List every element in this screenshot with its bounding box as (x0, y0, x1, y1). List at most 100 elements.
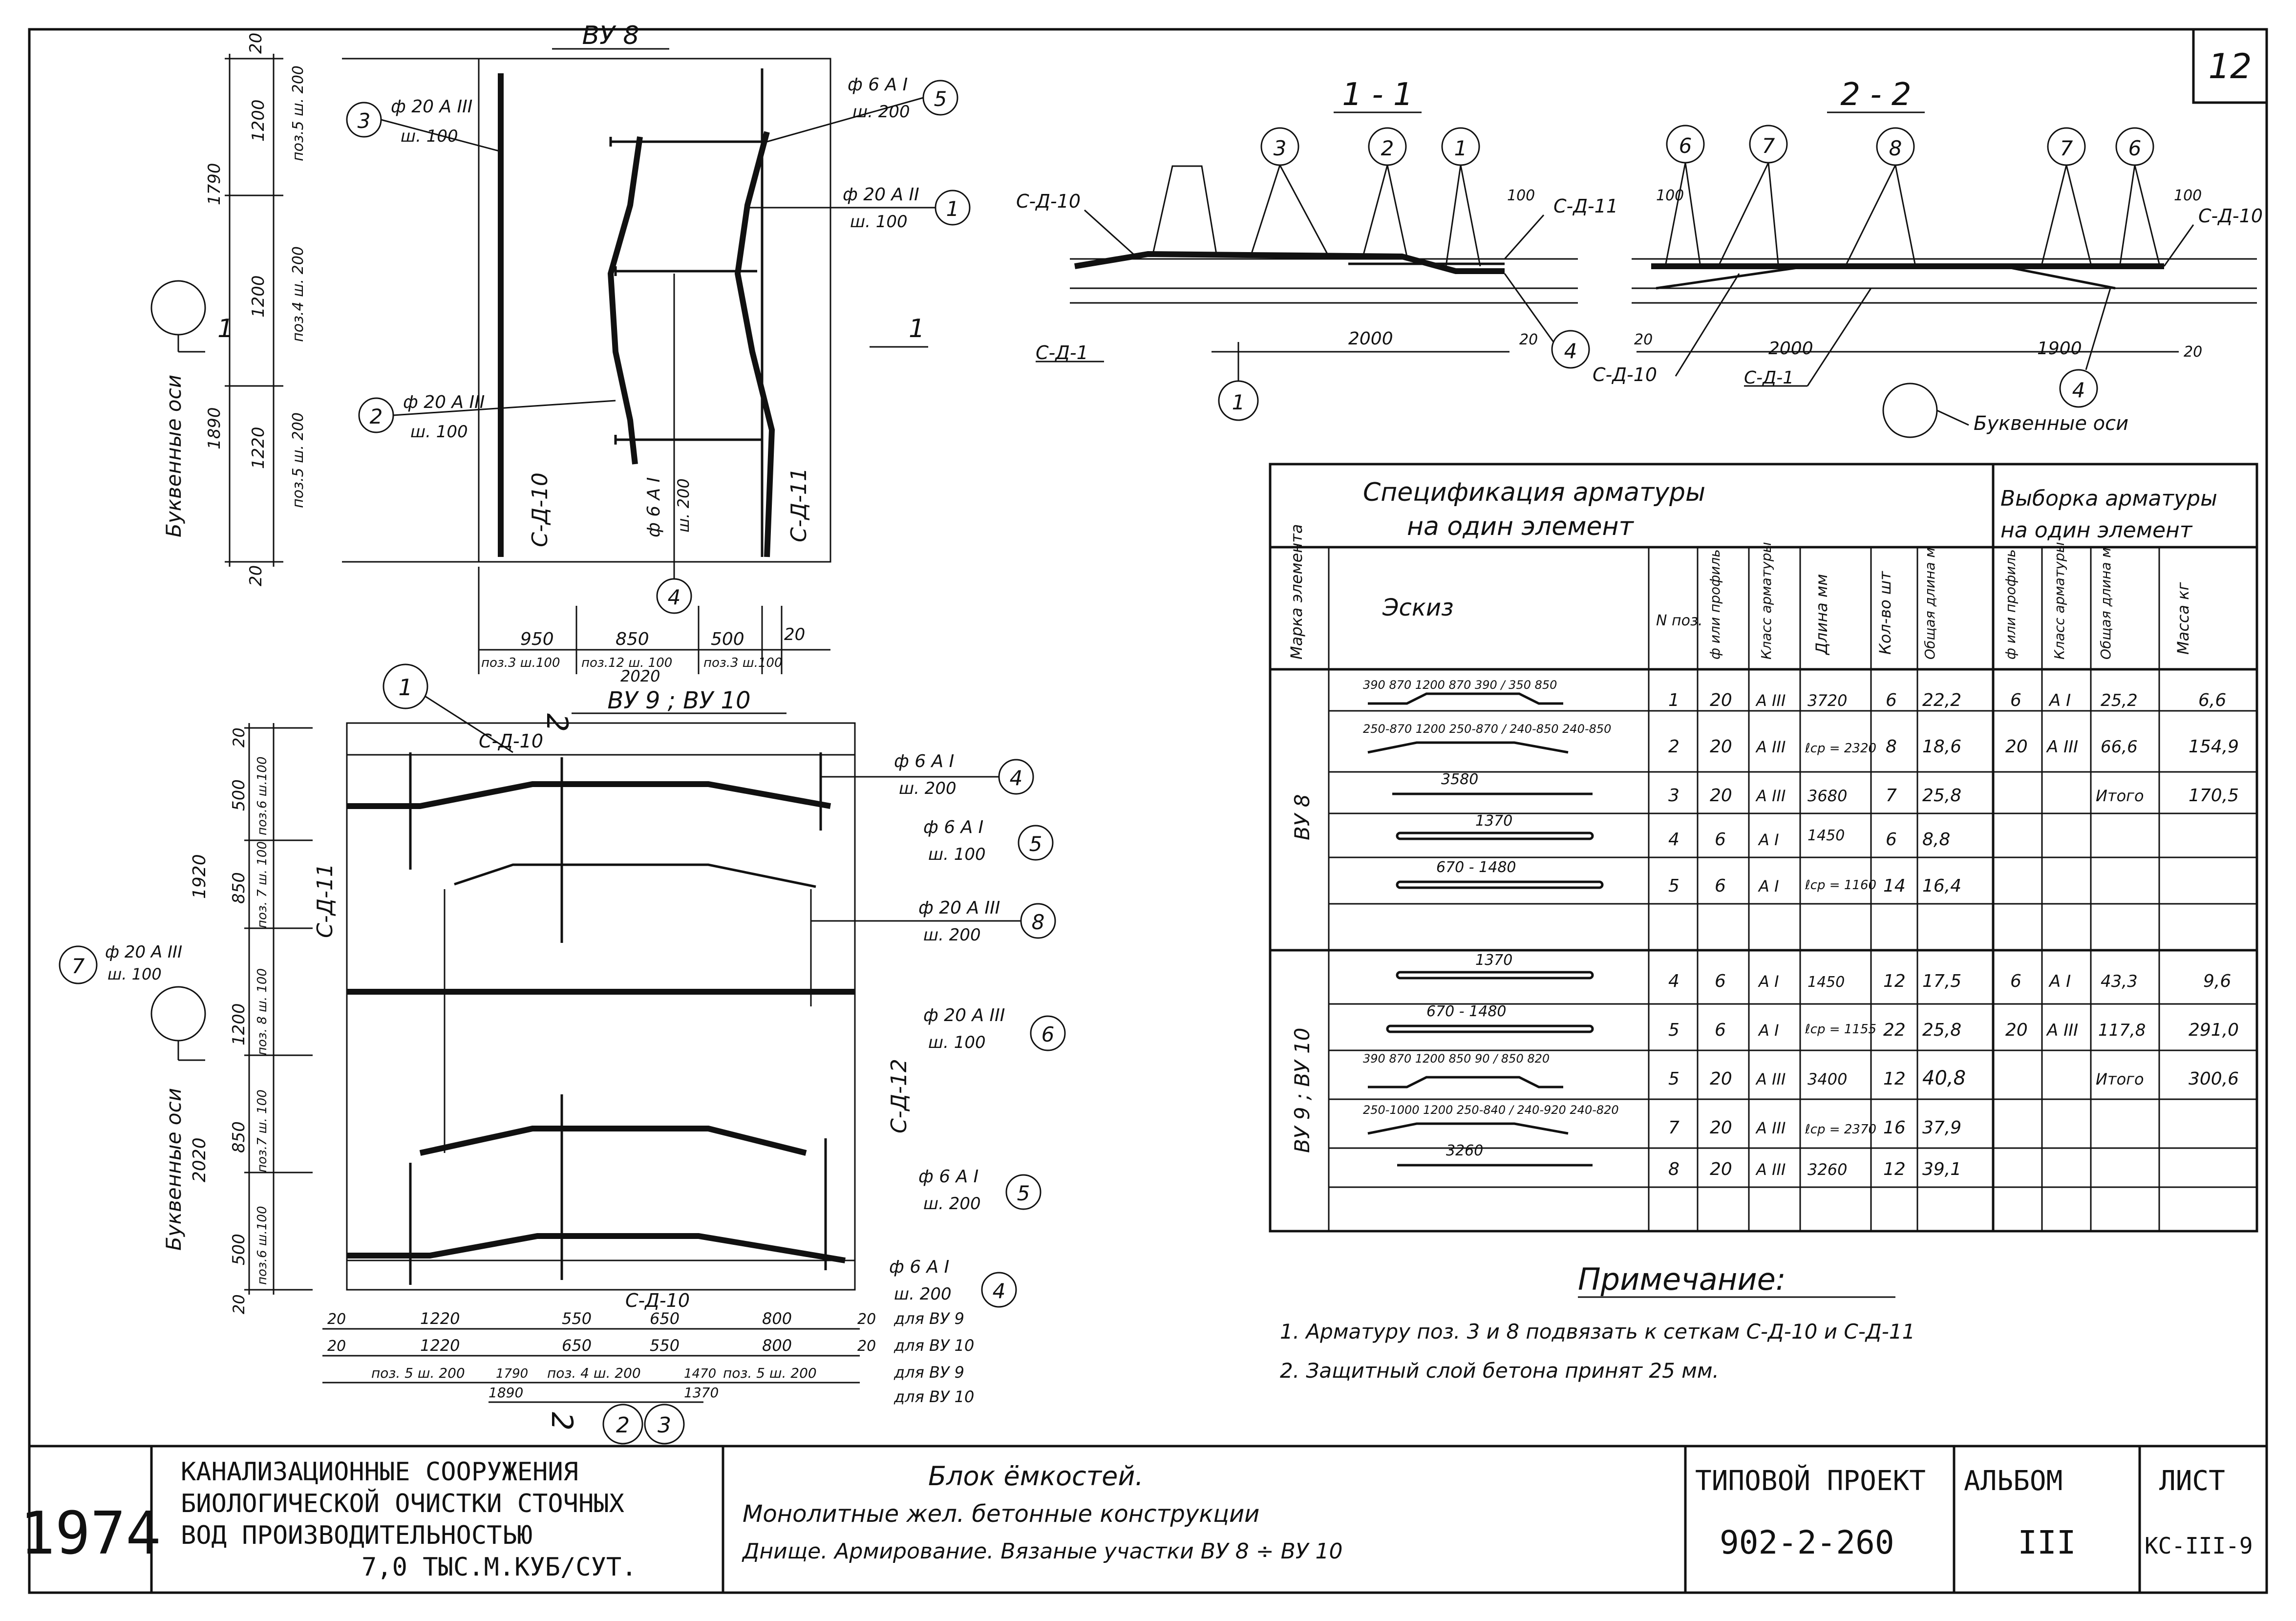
dim-poz12: поз.12 ш. 100 (581, 656, 672, 670)
g1r3-pos: 4 (1668, 830, 1679, 850)
callout-1-num: 1 (946, 197, 959, 221)
g1r3-total: 8,8 (1922, 830, 1950, 850)
sec2-dim-20b: 20 (2184, 343, 2202, 361)
sec2-callout-7b: 7 (2060, 136, 2073, 160)
sec1-label-left-bottom: С-Д-1 (1036, 342, 1088, 363)
sec2-dim-100b: 100 (2174, 187, 2202, 204)
row2-c0: 20 (327, 1338, 346, 1355)
g1r4-qty: 14 (1883, 876, 1906, 896)
callout-1-step: ш. 100 (850, 212, 908, 232)
g2r2-dia: 20 (1710, 1069, 1732, 1089)
row3-c2: поз. 4 ш. 200 (547, 1365, 641, 1381)
row3-note: для ВУ 9 (893, 1363, 964, 1382)
org-line-1: КАНАЛИЗАЦИОННЫЕ СООРУЖЕНИЯ (181, 1457, 578, 1487)
bar-pos1 (734, 131, 775, 557)
g2r3-dia: 20 (1710, 1118, 1732, 1138)
row2-note: для ВУ 10 (893, 1336, 974, 1355)
g2r4-dia: 20 (1710, 1159, 1732, 1179)
spec-title-2: на один элемент (1407, 512, 1634, 541)
g2r3-sketch: 250-1000 1200 250-840 / 240-920 240-820 (1363, 1103, 1619, 1117)
g1r0-qty: 6 (1886, 690, 1897, 710)
g1r3-len: 1450 (1807, 827, 1845, 844)
callout-7-step: ш. 100 (107, 965, 162, 983)
callout-b4a-num: 4 (1010, 766, 1023, 790)
callout-5-spec: ф 6 А I (848, 75, 908, 95)
sample-title-1: Выборка арматуры (2000, 486, 2217, 511)
callout-b6-step: ш. 100 (928, 1033, 986, 1052)
g2r3-qty: 16 (1883, 1118, 1906, 1138)
plan-vu9-vu10: ВУ 9 ; ВУ 10 2 1 С-Д-10 С-Д-10 С-Д-11 С-… (59, 663, 1066, 1445)
callout-b5a-num: 5 (1029, 832, 1042, 856)
g2r3-pos: 7 (1668, 1118, 1679, 1138)
row2-c4: 800 (762, 1336, 792, 1355)
g2r1-qty: 22 (1883, 1020, 1906, 1040)
g2r1-sdia: 20 (2005, 1020, 2028, 1040)
callout-2-spec: ф 20 А III (403, 392, 485, 412)
row3-c4: поз. 5 ш. 200 (723, 1365, 817, 1381)
g2r4-pos: 8 (1668, 1159, 1679, 1179)
dim-poz5a: поз.5 ш. 200 (290, 65, 307, 161)
g1r0-smass: 6,6 (2198, 690, 2226, 710)
dim-20a: 20 (246, 33, 266, 54)
sec1-dim-20: 20 (1519, 331, 1538, 348)
row1-c5: 20 (857, 1311, 876, 1328)
dim-1890: 1890 (205, 407, 224, 449)
g1r2-pos: 3 (1668, 786, 1679, 806)
sec1-label-right-top: С-Д-11 (1553, 195, 1618, 217)
section-mark-1-right: 1 (909, 314, 925, 343)
callout-b4a-spec: ф 6 А I (894, 751, 954, 771)
hdr-s-class: Класс арматуры (2051, 542, 2067, 660)
plan-vu8-side-left: С-Д-10 (528, 472, 553, 547)
sec2-dim-100a: 100 (1656, 187, 1684, 204)
dim-b-poz6: поз.6 ш.100 (255, 757, 270, 835)
callout-4-step: ш. 200 (674, 478, 693, 533)
sec2-dim-20a: 20 (1634, 331, 1653, 348)
axis-circle-top (150, 280, 206, 336)
spec-table: Спецификация арматуры на один элемент Вы… (1269, 463, 2258, 1233)
g1r0-len: 3720 (1807, 691, 1847, 710)
g1r2-total: 25,8 (1922, 786, 1961, 806)
g2r1-total: 25,8 (1922, 1020, 1961, 1040)
g1r4-cls: А I (1758, 877, 1779, 896)
g1r1-sketch: 250-870 1200 250-870 / 240-850 240-850 (1363, 722, 1611, 736)
title-block: 1974 КАНАЛИЗАЦИОННЫЕ СООРУЖЕНИЯ БИОЛОГИЧ… (20, 1445, 2267, 1593)
row4-c0: 1890 (489, 1385, 523, 1401)
g1r4-len: ℓср = 1160 (1805, 878, 1876, 893)
dim-poz3b: поз.3 ш.100 (703, 656, 782, 670)
callout-4-num: 4 (668, 585, 681, 609)
dim-20b: 20 (246, 565, 266, 586)
dim-b-2020: 2020 (190, 1137, 210, 1182)
plan-vu8-title: ВУ 8 (582, 21, 639, 50)
sec2-callout-6a: 6 (1679, 134, 1692, 158)
g2r1-dia: 6 (1715, 1020, 1726, 1040)
section-mark-2-bottom: 2 (545, 1412, 579, 1430)
g1r2-qty: 7 (1886, 786, 1897, 806)
g1r1-slen: 66,6 (2101, 737, 2138, 757)
callout-b5b-step: ш. 200 (923, 1194, 981, 1214)
axis-label-top: Буквенные оси (162, 375, 186, 537)
callout-b5a-spec: ф 6 А I (923, 817, 983, 837)
mark-vu8: ВУ 8 (1290, 794, 1314, 840)
dim-b-20: 20 (230, 727, 248, 747)
album-label: АЛЬБОМ (1964, 1465, 2062, 1497)
row1-note: для ВУ 9 (893, 1309, 964, 1328)
sec2-callout-7a: 7 (1762, 134, 1775, 158)
g2r4-qty: 12 (1883, 1159, 1906, 1179)
dim-1790: 1790 (205, 163, 224, 205)
dim-850: 850 (616, 629, 649, 649)
g1r1-qty: 8 (1886, 737, 1897, 757)
hdr-class: Класс арматуры (1758, 542, 1774, 660)
project-label: ТИПОВОЙ ПРОЕКТ (1695, 1465, 1926, 1497)
g1r3-cls: А I (1758, 831, 1779, 849)
g2r4-sketch: 3260 (1446, 1142, 1483, 1159)
callout-2-step: ш. 100 (410, 422, 468, 442)
callout-b4b-spec: ф 6 А I (889, 1257, 949, 1277)
g2r4-len: 3260 (1807, 1160, 1847, 1179)
note-2: 2. Защитный слой бетона принят 25 мм. (1280, 1359, 1719, 1383)
plan-vu8-side-right: С-Д-11 (787, 468, 811, 542)
row4-note: для ВУ 10 (893, 1387, 974, 1406)
callout-5-step: ш. 200 (852, 102, 910, 122)
dim-20: 20 (784, 625, 805, 644)
callout-b8-step: ш. 200 (923, 925, 981, 945)
g1r4-pos: 5 (1668, 876, 1679, 896)
